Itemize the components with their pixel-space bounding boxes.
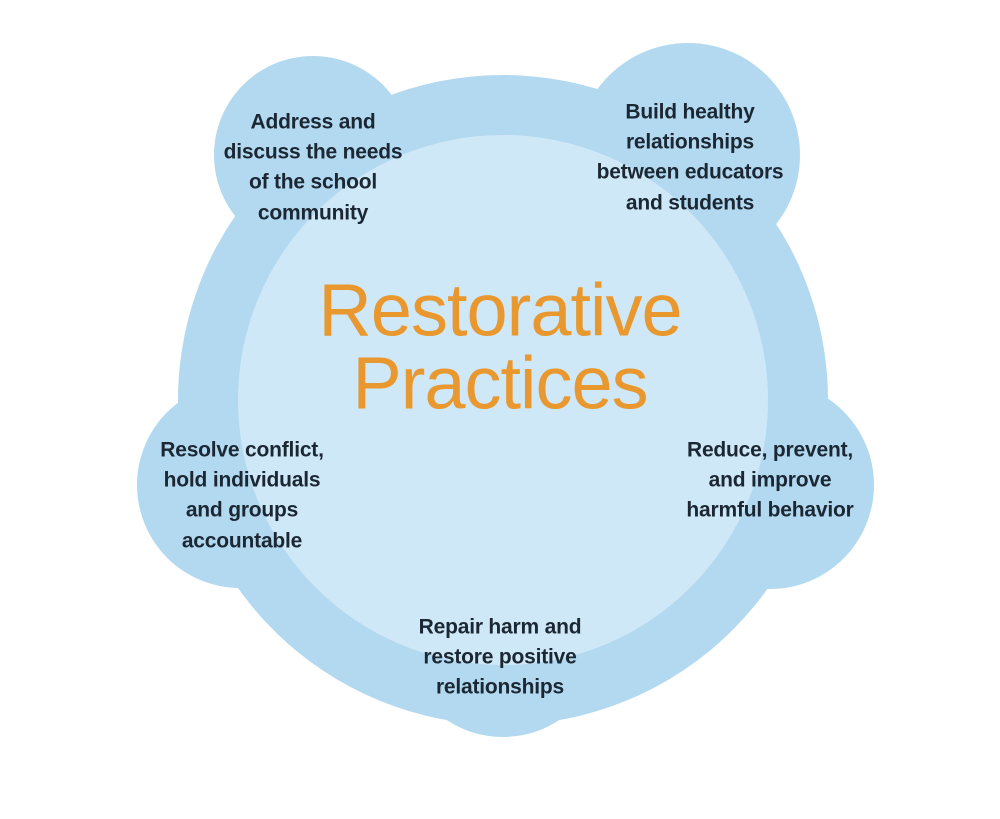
inner-hub-circle bbox=[238, 135, 768, 665]
center-title: Restorative Practices bbox=[318, 268, 682, 424]
lobe-label-reduce-prevent-improve[interactable]: Reduce, prevent, and improve harmful beh… bbox=[686, 438, 854, 523]
lobe-label-address-discuss-needs[interactable]: Address and discuss the needs of the sch… bbox=[223, 110, 403, 225]
lobe-label-build-healthy-relationships[interactable]: Build healthy relationships between educ… bbox=[596, 100, 784, 215]
lobe-label-repair-harm-restore[interactable]: Repair harm and restore positive relatio… bbox=[418, 615, 582, 700]
lobe-label-resolve-conflict-accountable[interactable]: Resolve conflict, hold individuals and g… bbox=[160, 438, 324, 553]
